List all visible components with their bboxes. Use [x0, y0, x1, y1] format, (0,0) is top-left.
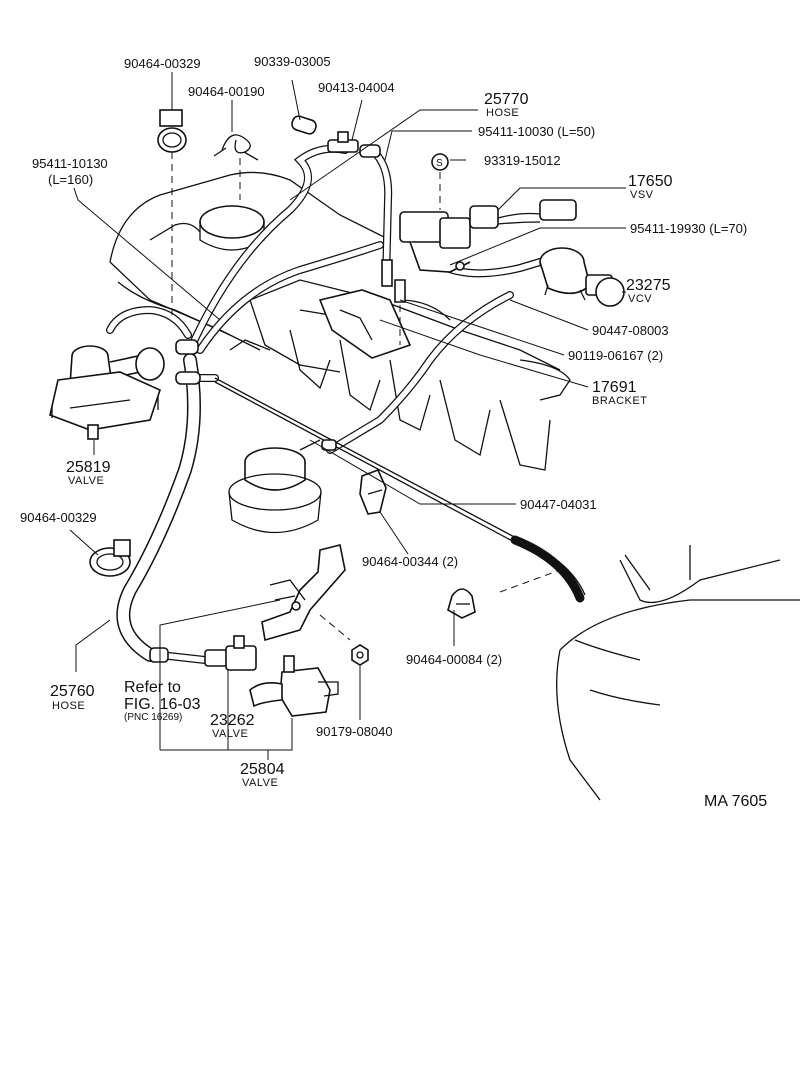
- leader-lines: [69, 72, 626, 760]
- clamp-90464-00329-top: [157, 109, 187, 320]
- hoses: [106, 144, 544, 664]
- label-90179-08040: 90179-08040: [316, 724, 393, 739]
- label-90447-08003: 90447-08003: [592, 323, 669, 338]
- pipe-90447-04031: [214, 377, 586, 603]
- label-17650: 17650: [628, 173, 673, 190]
- label-95411-19930: 95411-19930 (L=70): [630, 221, 747, 236]
- label-95411-10130-len: (L=160): [48, 172, 93, 187]
- label-90464-00084: 90464-00084 (2): [406, 652, 502, 667]
- label-25804-name: VALVE: [242, 777, 278, 789]
- label-90464-00329-left: 90464-00329: [20, 510, 97, 525]
- label-23275-name: VCV: [628, 293, 652, 305]
- label-23262-name: VALVE: [212, 728, 248, 740]
- vcv-23275: [539, 247, 625, 307]
- standard-part-mark: S: [431, 153, 449, 210]
- label-23262: 23262: [210, 712, 255, 729]
- label-95411-10130: 95411-10130: [32, 156, 108, 171]
- clamp-90464-00329-left: [89, 539, 131, 577]
- refer-line-3: (PNC 16269): [124, 712, 182, 723]
- tee-90413-04004: [327, 131, 359, 153]
- bracket-valve-25804: [261, 544, 351, 642]
- clip-90464-00084: [447, 588, 476, 619]
- label-90464-00329-top: 90464-00329: [124, 56, 201, 71]
- label-23275: 23275: [626, 277, 671, 294]
- valve-25819: [49, 345, 165, 440]
- nut-90179-08040: [351, 644, 369, 666]
- label-25819: 25819: [66, 459, 111, 476]
- label-90464-00190: 90464-00190: [188, 84, 265, 99]
- clip-90464-00190: [213, 134, 259, 200]
- label-25819-name: VALVE: [68, 475, 104, 487]
- label-90464-00344: 90464-00344 (2): [362, 554, 458, 569]
- label-25770: 25770: [484, 91, 529, 108]
- refer-line-2: FIG. 16-03: [124, 696, 201, 713]
- label-17691: 17691: [592, 379, 637, 396]
- label-90413-04004: 90413-04004: [318, 80, 395, 95]
- label-90339-03005: 90339-03005: [254, 54, 331, 69]
- refer-line-1: Refer to: [124, 679, 181, 696]
- label-25760: 25760: [50, 683, 95, 700]
- label-90447-04031: 90447-04031: [520, 497, 597, 512]
- label-17691-name: BRACKET: [592, 395, 647, 407]
- connectors: [149, 144, 381, 663]
- valve-23262: [204, 635, 257, 671]
- label-25770-name: HOSE: [486, 107, 519, 119]
- bracket-17691: [318, 259, 412, 359]
- engine-outline: [109, 171, 800, 801]
- label-90119-06167: 90119-06167 (2): [568, 348, 663, 363]
- label-25760-name: HOSE: [52, 700, 85, 712]
- valve-25804: [249, 655, 339, 717]
- label-17650-name: VSV: [630, 189, 654, 201]
- label-25804: 25804: [240, 761, 285, 778]
- label-93319-15012: 93319-15012: [484, 153, 561, 168]
- s-mark-text: S: [436, 158, 443, 169]
- plug-90339-03005: [291, 115, 317, 135]
- label-95411-10030: 95411-10030 (L=50): [478, 124, 595, 139]
- labels: 90464-00329 90464-00190 90339-03005 9041…: [20, 54, 767, 810]
- vsv-17650: [399, 199, 577, 273]
- diagram-id: MA 7605: [704, 793, 767, 810]
